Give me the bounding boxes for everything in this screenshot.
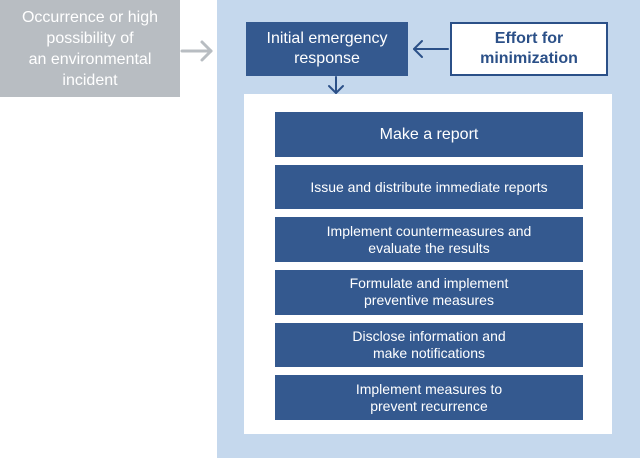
minimization-effort-box: Effort for minimization — [450, 22, 608, 76]
step-disclose-information: Disclose information and make notificati… — [275, 322, 583, 368]
incident-trigger-box: Occurrence or high possibility of an env… — [0, 0, 180, 97]
step-immediate-reports: Issue and distribute immediate reports — [275, 164, 583, 210]
arrow-right-icon — [180, 40, 213, 62]
initial-response-box: Initial emergency response — [246, 22, 408, 76]
step-preventive-measures: Formulate and implement preventive measu… — [275, 270, 583, 315]
steps-list: Make a report Issue and distribute immed… — [275, 112, 583, 421]
step-countermeasures: Implement countermeasures and evaluate t… — [275, 217, 583, 263]
step-prevent-recurrence: Implement measures to prevent recurrence — [275, 375, 583, 421]
step-make-report: Make a report — [275, 112, 583, 157]
